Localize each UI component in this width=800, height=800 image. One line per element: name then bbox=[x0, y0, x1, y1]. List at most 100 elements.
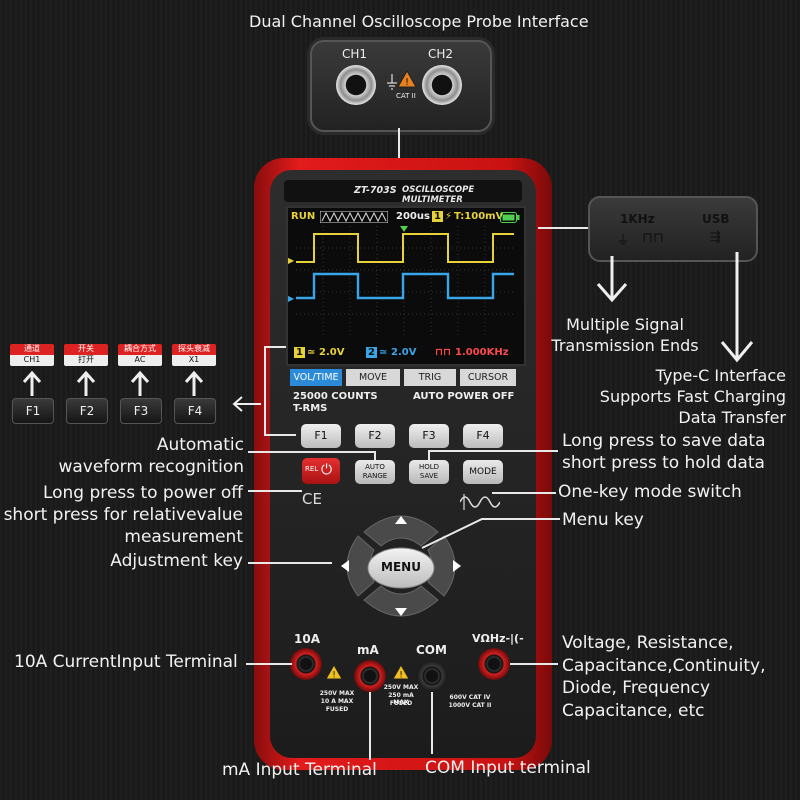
auto-pointer-v bbox=[374, 451, 376, 461]
left-bracket-bottom bbox=[264, 434, 296, 436]
usb-icon: ⇶ bbox=[710, 230, 721, 245]
ch2-chip: 2 bbox=[366, 347, 377, 358]
rel-power-button[interactable]: REL ⏻ bbox=[302, 458, 340, 484]
ma-annotation: mA Input Terminal bbox=[222, 760, 377, 780]
down-arrow-button bbox=[363, 585, 439, 617]
10a-annotation: 10A CurrentInput Terminal bbox=[14, 652, 238, 672]
hold-pointer-h bbox=[428, 450, 558, 452]
probe-annotation: Dual Channel Oscilloscope Probe Interfac… bbox=[249, 12, 589, 31]
warning-icon: ! bbox=[397, 70, 417, 88]
hold-annotation: Long press to save data short press to h… bbox=[562, 431, 766, 473]
voltage-annotation: Voltage, Resistance, Capacitance,Continu… bbox=[562, 633, 766, 721]
save-label: SAVE bbox=[419, 472, 439, 480]
svg-text:!: ! bbox=[405, 77, 409, 88]
meter-title-bar: ZT-703S OSCILLOSCOPE MULTIMETER bbox=[284, 180, 522, 205]
probe-interface-box: CH1 CH2 ! CAT II bbox=[310, 40, 492, 132]
com-pointer bbox=[431, 692, 433, 754]
sine-wave-icon bbox=[460, 494, 500, 510]
auto-label: AUTO bbox=[365, 463, 385, 471]
ch1-waveform bbox=[296, 233, 514, 263]
10a-terminal-label: 10A bbox=[294, 632, 320, 646]
hold-label: HOLD bbox=[418, 463, 440, 471]
f1-button[interactable]: F1 bbox=[301, 424, 341, 448]
ch2-volts-div: 2.0V bbox=[391, 347, 417, 358]
svg-text:!: ! bbox=[399, 671, 403, 681]
ch1-label: CH1 bbox=[342, 47, 368, 61]
com-terminal-label: COM bbox=[416, 643, 447, 657]
10a-rating-2: 10 A MAX bbox=[320, 698, 354, 705]
right-arrow-button bbox=[427, 535, 456, 597]
frequency-icon: ⊓⊓ bbox=[435, 347, 451, 358]
ground-icon: ⏚ bbox=[616, 233, 630, 249]
mode-annotation: One-key mode switch bbox=[558, 482, 742, 502]
ch1-marker-icon: ▶ bbox=[288, 256, 295, 265]
ce-mark-icon: CE bbox=[302, 490, 322, 508]
mode-button[interactable]: MODE bbox=[463, 460, 503, 484]
menu-annotation: Menu key bbox=[562, 510, 644, 530]
ma-rating-1: 250V MAX bbox=[383, 684, 419, 691]
v-terminal[interactable] bbox=[478, 648, 510, 680]
com-terminal[interactable] bbox=[416, 660, 448, 692]
power-icon: ⏻ bbox=[321, 462, 333, 478]
frequency-readout: 1.000KHz bbox=[455, 347, 509, 358]
tag-channel: 通道 CH1 bbox=[10, 344, 54, 366]
trigger-icon: ⚡ bbox=[445, 211, 453, 222]
square-wave-icon: ⊓⊓ bbox=[642, 230, 664, 246]
f4-button[interactable]: F4 bbox=[463, 424, 503, 448]
model-name: ZT-703S bbox=[354, 185, 397, 196]
device-name: OSCILLOSCOPE MULTIMETER bbox=[402, 185, 475, 205]
tag-coupling: 耦合方式 AC bbox=[118, 344, 162, 366]
trigger-marker-icon bbox=[400, 226, 408, 232]
10a-pointer bbox=[246, 663, 292, 665]
hold-save-button[interactable]: HOLD SAVE bbox=[409, 460, 449, 484]
mode-pointer bbox=[492, 492, 556, 494]
dpad bbox=[341, 515, 461, 617]
ch1-coupling-icon: ≃ bbox=[307, 347, 316, 358]
tab-move[interactable]: MOVE bbox=[346, 369, 400, 386]
auto-pointer-h bbox=[248, 451, 376, 453]
com-rating-1: 600V CAT IV bbox=[449, 694, 491, 701]
com-annotation: COM Input terminal bbox=[425, 758, 591, 778]
left-bracket-top bbox=[264, 346, 286, 348]
ch2-waveform bbox=[296, 272, 514, 300]
ma-terminal[interactable] bbox=[354, 660, 386, 692]
10a-terminal[interactable] bbox=[290, 648, 322, 680]
typec-annotation: Type-C Interface Supports Fast Charging … bbox=[599, 366, 786, 427]
ma-terminal-label: mA bbox=[357, 643, 379, 657]
up-arrow-button bbox=[363, 515, 439, 547]
auto-power-off-label: AUTO POWER OFF bbox=[413, 391, 515, 402]
tab-vol-time[interactable]: VOL/TIME bbox=[290, 369, 342, 386]
f2-button[interactable]: F2 bbox=[355, 424, 395, 448]
left-bracket bbox=[264, 346, 266, 436]
ch2-label: CH2 bbox=[428, 47, 454, 61]
panel-f3-key: F3 bbox=[120, 398, 162, 424]
ma-rating-3: FUSED bbox=[389, 700, 413, 707]
oscilloscope-screen: RUN 200us 1 ⚡ T:100mV ▶ ▶ 1 ≃ 2.0V 2 ≃ 2… bbox=[286, 206, 526, 366]
10a-rating-3: FUSED bbox=[325, 706, 349, 713]
tag-switch: 开关 打开 bbox=[64, 344, 108, 366]
tab-cursor[interactable]: CURSOR bbox=[460, 369, 516, 386]
usb-port-panel: 1KHz USB ⏚ ⊓⊓ ⇶ bbox=[588, 196, 758, 262]
range-label: RANGE bbox=[362, 472, 388, 480]
left-arrow-button bbox=[346, 535, 375, 597]
menu-button[interactable]: MENU bbox=[381, 560, 421, 574]
f3-button[interactable]: F3 bbox=[409, 424, 449, 448]
adjust-annotation: Adjustment key bbox=[110, 551, 243, 571]
com-rating-2: 1000V CAT II bbox=[448, 702, 492, 709]
tab-trig[interactable]: TRIG bbox=[404, 369, 456, 386]
waveform-preview-icon bbox=[320, 211, 388, 223]
auto-range-button[interactable]: AUTO RANGE bbox=[355, 460, 395, 484]
ch1-bnc-connector[interactable] bbox=[336, 65, 376, 105]
ma-rating-2: 250 mA MAX bbox=[388, 692, 414, 706]
power-annotation: Long press to power off short press for … bbox=[3, 483, 243, 547]
ma-pointer bbox=[369, 692, 371, 760]
power-pointer bbox=[248, 490, 302, 492]
usb-pointer-line bbox=[538, 227, 588, 229]
ch2-bnc-connector[interactable] bbox=[422, 65, 462, 105]
usb-label: USB bbox=[702, 212, 730, 226]
khz-label: 1KHz bbox=[620, 212, 655, 226]
usb-callout-arrows bbox=[596, 252, 754, 363]
menu-pointer bbox=[421, 518, 560, 549]
multi-signal-annotation: Multiple Signal Transmission Ends bbox=[551, 315, 699, 355]
tag-probe-attenuation: 探头衰减 X1 bbox=[172, 344, 216, 366]
